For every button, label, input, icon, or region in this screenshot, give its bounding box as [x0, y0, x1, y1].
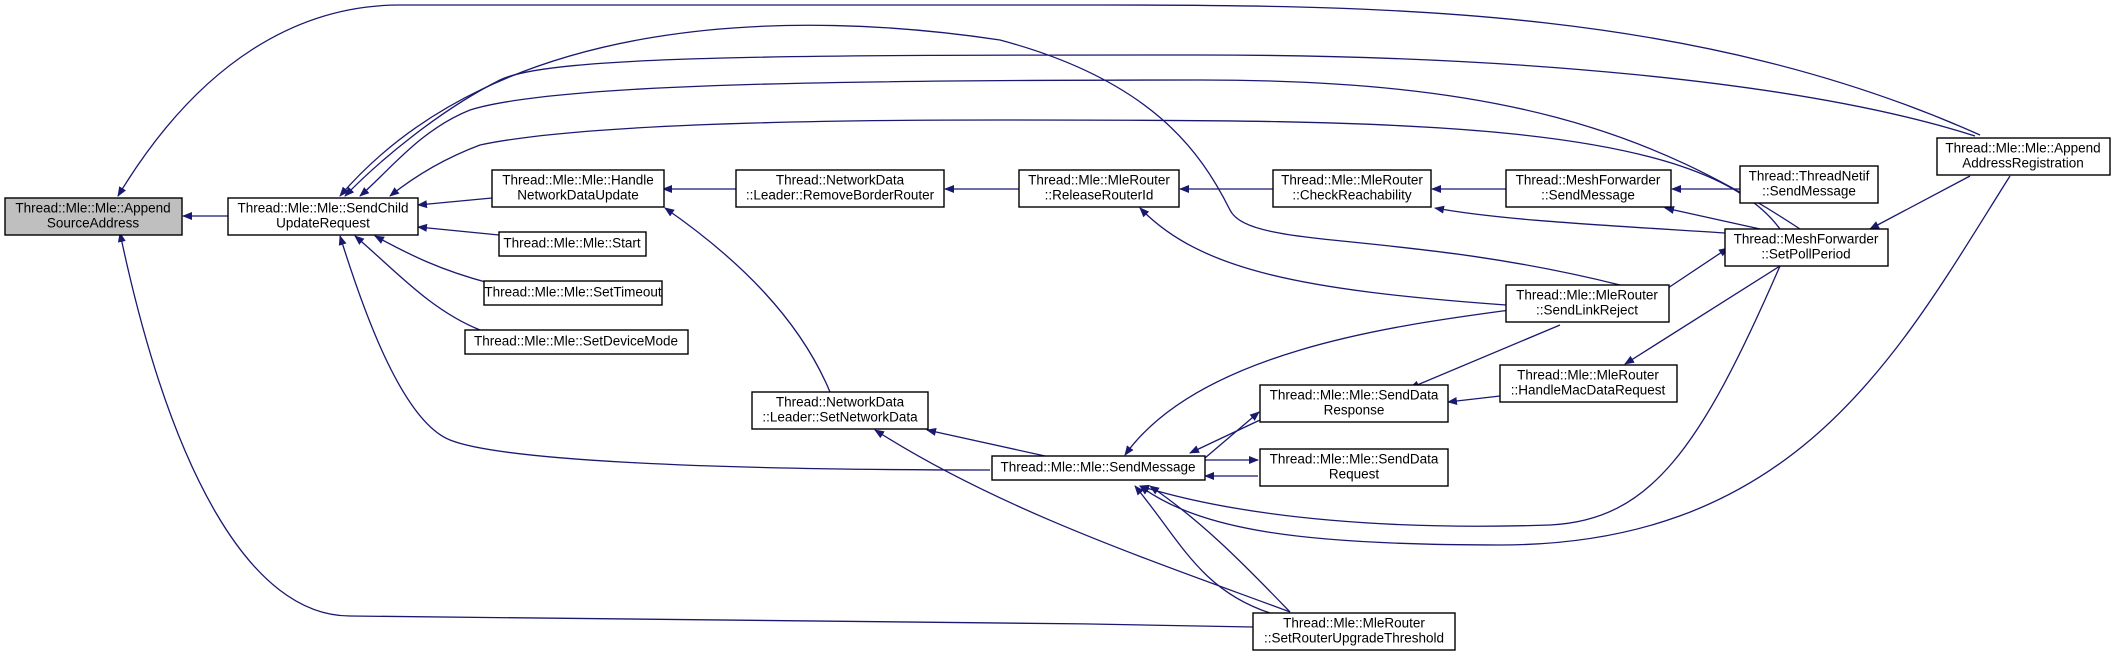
- node-release-router-id[interactable]: Thread::Mle::MleRouter ::ReleaseRouterId: [1018, 169, 1180, 208]
- node-label: Thread::Mle::Mle::Handle: [502, 173, 654, 188]
- edge-sendlinkreject-sendmessage: [1124, 309, 1511, 456]
- node-label: NetworkDataUpdate: [517, 188, 639, 203]
- node-label: Thread::MeshForwarder: [1516, 173, 1661, 188]
- node-label: ::SetRouterUpgradeThreshold: [1264, 631, 1444, 646]
- node-label: Thread::Mle::Mle::SendMessage: [1000, 460, 1195, 475]
- node-label: Thread::Mle::MleRouter: [1283, 616, 1425, 631]
- edge-sendmessage-senddataresp: [1204, 411, 1260, 459]
- node-label: Thread::MeshForwarder: [1734, 232, 1879, 247]
- node-label: Request: [1329, 467, 1380, 482]
- node-label: Thread::Mle::Mle::SendData: [1270, 452, 1439, 467]
- node-label: Thread::Mle::Mle::SendChild: [237, 201, 408, 216]
- node-set-router-upgrade-threshold[interactable]: Thread::Mle::MleRouter ::SetRouterUpgrad…: [1252, 612, 1456, 651]
- edge-appendaddrreg-sendmessage: [1139, 175, 2011, 546]
- node-send-child-update-request[interactable]: Thread::Mle::Mle::SendChild UpdateReques…: [227, 197, 419, 236]
- node-send-data-request[interactable]: Thread::Mle::Mle::SendData Request: [1259, 448, 1449, 487]
- edge-appendaddrreg-setpoll: [1869, 175, 1971, 230]
- node-mesh-forwarder-send-message[interactable]: Thread::MeshForwarder ::SendMessage: [1505, 169, 1672, 208]
- node-label: Thread::Mle::Mle::SetTimeout: [484, 285, 662, 300]
- node-label: Thread::NetworkData: [776, 173, 905, 188]
- edge-setdevicemode-sendchild: [354, 235, 481, 331]
- edge-appendaddrreg-appendsource: [117, 4, 1981, 197]
- node-label: ::Leader::SetNetworkData: [762, 410, 918, 425]
- node-label: Thread::Mle::MleRouter: [1281, 173, 1423, 188]
- node-label: Response: [1324, 403, 1385, 418]
- node-check-reachability[interactable]: Thread::Mle::MleRouter ::CheckReachabili…: [1272, 169, 1432, 208]
- node-handle-network-data-update[interactable]: Thread::Mle::Mle::Handle NetworkDataUpda…: [491, 169, 665, 208]
- node-label: Thread::Mle::Mle::Start: [503, 236, 641, 251]
- node-thread-netif-send-message[interactable]: Thread::ThreadNetif ::SendMessage: [1739, 165, 1879, 204]
- node-label: Thread::NetworkData: [776, 395, 905, 410]
- node-label: ::HandleMacDataRequest: [1511, 383, 1666, 398]
- node-label: Thread::ThreadNetif: [1749, 169, 1870, 184]
- node-label: SourceAddress: [47, 216, 140, 231]
- node-label: Thread::Mle::Mle::Append: [1945, 141, 2100, 156]
- node-label: UpdateRequest: [276, 216, 370, 231]
- edge-setpoll-sendmessage: [1139, 265, 1781, 527]
- node-set-timeout[interactable]: Thread::Mle::Mle::SetTimeout: [483, 280, 663, 306]
- node-label: ::Leader::RemoveBorderRouter: [746, 188, 935, 203]
- function-nodes: Thread::Mle::Mle::Append SourceAddress T…: [4, 137, 2111, 651]
- node-label: AddressRegistration: [1962, 156, 2084, 171]
- edge-handlend-sendchild: [417, 197, 493, 209]
- node-remove-border-router[interactable]: Thread::NetworkData ::Leader::RemoveBord…: [735, 169, 945, 208]
- edge-appendaddrreg-sendchild: [344, 54, 1976, 197]
- node-label: ::SendMessage: [1762, 184, 1856, 199]
- node-set-poll-period[interactable]: Thread::MeshForwarder ::SetPollPeriod: [1724, 228, 1889, 267]
- edge-setrut-sendmessage: [1134, 485, 1271, 614]
- node-label: Thread::Mle::MleRouter: [1516, 288, 1658, 303]
- node-label: ::CheckReachability: [1292, 188, 1412, 203]
- node-send-link-reject[interactable]: Thread::Mle::MleRouter ::SendLinkReject: [1505, 284, 1670, 323]
- edge-setnd-handlend: [664, 207, 831, 393]
- edge-setpoll-sendchild: [359, 79, 1801, 230]
- node-set-device-mode[interactable]: Thread::Mle::Mle::SetDeviceMode: [464, 329, 689, 355]
- node-label: ::SendLinkReject: [1536, 303, 1638, 318]
- edge-sendmessage-sendchild: [338, 235, 991, 471]
- edge-start-sendchild: [417, 223, 500, 236]
- node-label: Thread::Mle::MleRouter: [1517, 368, 1659, 383]
- edge-sendlinkreject-releaseri: [1139, 207, 1507, 306]
- node-label: Thread::Mle::Mle::Append: [15, 201, 170, 216]
- node-send-data-response[interactable]: Thread::Mle::Mle::SendData Response: [1259, 384, 1449, 423]
- node-start[interactable]: Thread::Mle::Mle::Start: [498, 231, 647, 257]
- node-label: Thread::Mle::Mle::SetDeviceMode: [474, 334, 678, 349]
- edge-meshsend-sendchild: [389, 119, 1781, 230]
- edge-setpoll-handlemdr: [1624, 265, 1781, 365]
- node-label: ::SetPollPeriod: [1761, 247, 1850, 262]
- node-append-address-registration[interactable]: Thread::Mle::Mle::Append AddressRegistra…: [1936, 137, 2111, 176]
- edge-setrut-sendmessage-2: [1149, 485, 1291, 613]
- edge-setpoll-checkreach: [1434, 205, 1726, 234]
- edge-sendmessage-setnd: [926, 428, 1046, 457]
- edge-sendlinkreject-sendchild: [339, 24, 1621, 286]
- node-append-source-address[interactable]: Thread::Mle::Mle::Append SourceAddress: [4, 197, 183, 236]
- edge-setrut-appendsource: [117, 232, 1254, 628]
- edge-sendlinkreject-senddataresp: [1409, 324, 1561, 389]
- call-edges: [117, 4, 2011, 628]
- node-label: Thread::Mle::Mle::SendData: [1270, 388, 1439, 403]
- edge-settimeout-sendchild: [374, 235, 490, 284]
- edge-sendlinkreject-setpoll: [1664, 247, 1729, 291]
- edge-setpoll-meshsend: [1664, 206, 1761, 230]
- node-label: ::SendMessage: [1541, 188, 1635, 203]
- node-label: Thread::Mle::MleRouter: [1028, 173, 1170, 188]
- edge-senddataresp-sendmessage: [1189, 419, 1261, 454]
- node-label: ::ReleaseRouterId: [1045, 188, 1154, 203]
- node-send-message[interactable]: Thread::Mle::Mle::SendMessage: [991, 455, 1206, 481]
- node-handle-mac-data-request[interactable]: Thread::Mle::MleRouter ::HandleMacDataRe…: [1499, 364, 1678, 403]
- edge-handlemdr-senddataresp: [1447, 395, 1501, 405]
- node-set-network-data[interactable]: Thread::NetworkData ::Leader::SetNetwork…: [751, 391, 929, 430]
- edge-setrut-setnd: [874, 429, 1291, 613]
